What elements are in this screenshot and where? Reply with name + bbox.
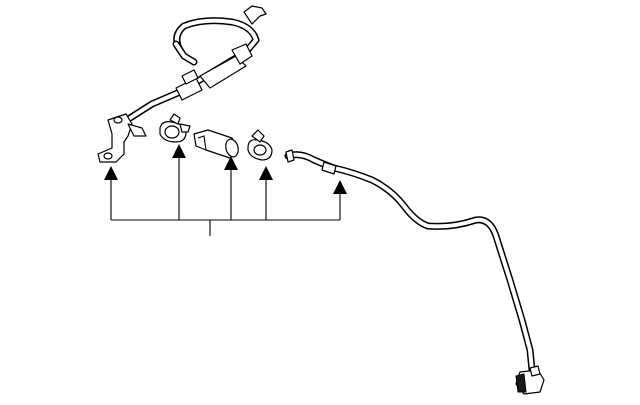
lower-hose[interactable] [284, 149, 545, 395]
hose-clamp-left[interactable] [159, 113, 191, 143]
check-valve[interactable] [193, 129, 240, 159]
upper-hose-assembly[interactable] [97, 5, 267, 163]
arrow-5-icon [333, 180, 347, 194]
hose-clamp-right[interactable] [247, 129, 273, 161]
arrow-1-icon [104, 166, 118, 180]
arrow-4-icon [259, 166, 273, 180]
callout-group [104, 144, 347, 236]
arrow-2-icon [172, 144, 186, 158]
arrow-3-icon [224, 156, 238, 170]
